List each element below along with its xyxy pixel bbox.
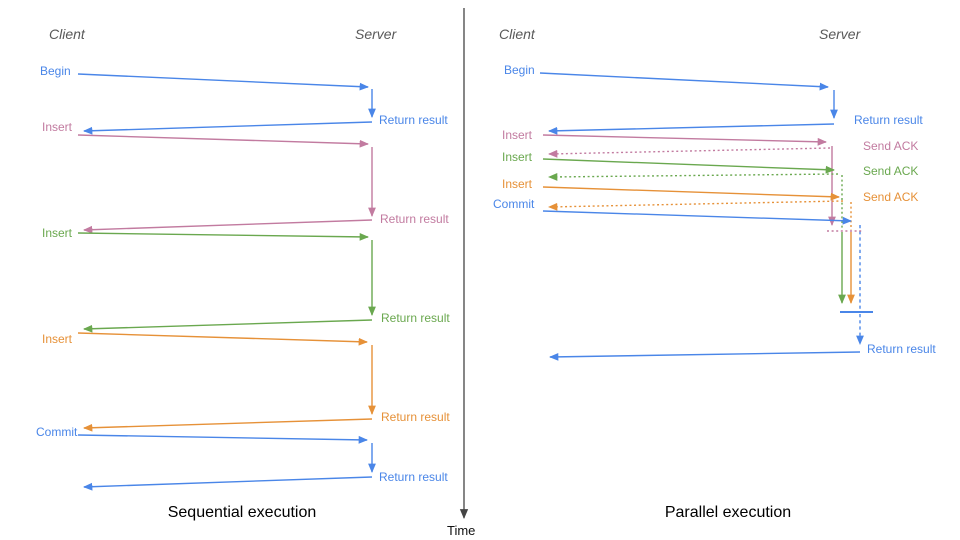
- right-final-response: Return result: [867, 342, 936, 356]
- right-client-header: Client: [499, 26, 535, 42]
- left-panel-title: Sequential execution: [167, 504, 317, 521]
- right-commit-exchange: [542, 210, 861, 310]
- right-panel-title: Parallel execution: [664, 504, 792, 521]
- right-response-ack2: Send ACK: [863, 164, 919, 178]
- right-request-insert3: Insert: [502, 177, 533, 191]
- left-response-5: Return result: [379, 470, 448, 484]
- time-axis-label: Time: [447, 523, 476, 538]
- right-request-insert1: Insert: [502, 128, 533, 142]
- left-insert1-exchange: [77, 134, 376, 234]
- left-client-header: Client: [49, 26, 85, 42]
- left-insert3-exchange: [77, 332, 376, 432]
- left-response-2: Return result: [380, 212, 449, 226]
- left-insert2-exchange: [77, 232, 376, 333]
- right-request-begin: Begin: [504, 63, 535, 77]
- right-request-insert2: Insert: [502, 150, 533, 164]
- left-request-commit: Commit: [36, 425, 78, 439]
- right-request-commit: Commit: [493, 197, 535, 211]
- right-insert3-exchange: [542, 186, 852, 230]
- left-request-insert1: Insert: [42, 120, 73, 134]
- right-response-ack1: Send ACK: [863, 139, 919, 153]
- left-server-header: Server: [355, 26, 397, 42]
- left-request-begin: Begin: [40, 64, 71, 78]
- right-response-ack3: Send ACK: [863, 190, 919, 204]
- left-response-4: Return result: [381, 410, 450, 424]
- right-server-header: Server: [819, 26, 861, 42]
- right-server-processing: [827, 230, 873, 345]
- right-begin-exchange: [539, 72, 838, 135]
- right-insert1-exchange: [542, 134, 836, 226]
- left-commit-exchange: [77, 434, 376, 491]
- right-insert2-exchange: [542, 158, 843, 230]
- left-response-3: Return result: [381, 311, 450, 325]
- left-response-1: Return result: [379, 113, 448, 127]
- left-begin-exchange: [77, 73, 376, 135]
- right-final-return: [549, 351, 861, 361]
- right-response-return: Return result: [854, 113, 923, 127]
- left-request-insert3: Insert: [42, 332, 73, 346]
- left-request-insert2: Insert: [42, 226, 73, 240]
